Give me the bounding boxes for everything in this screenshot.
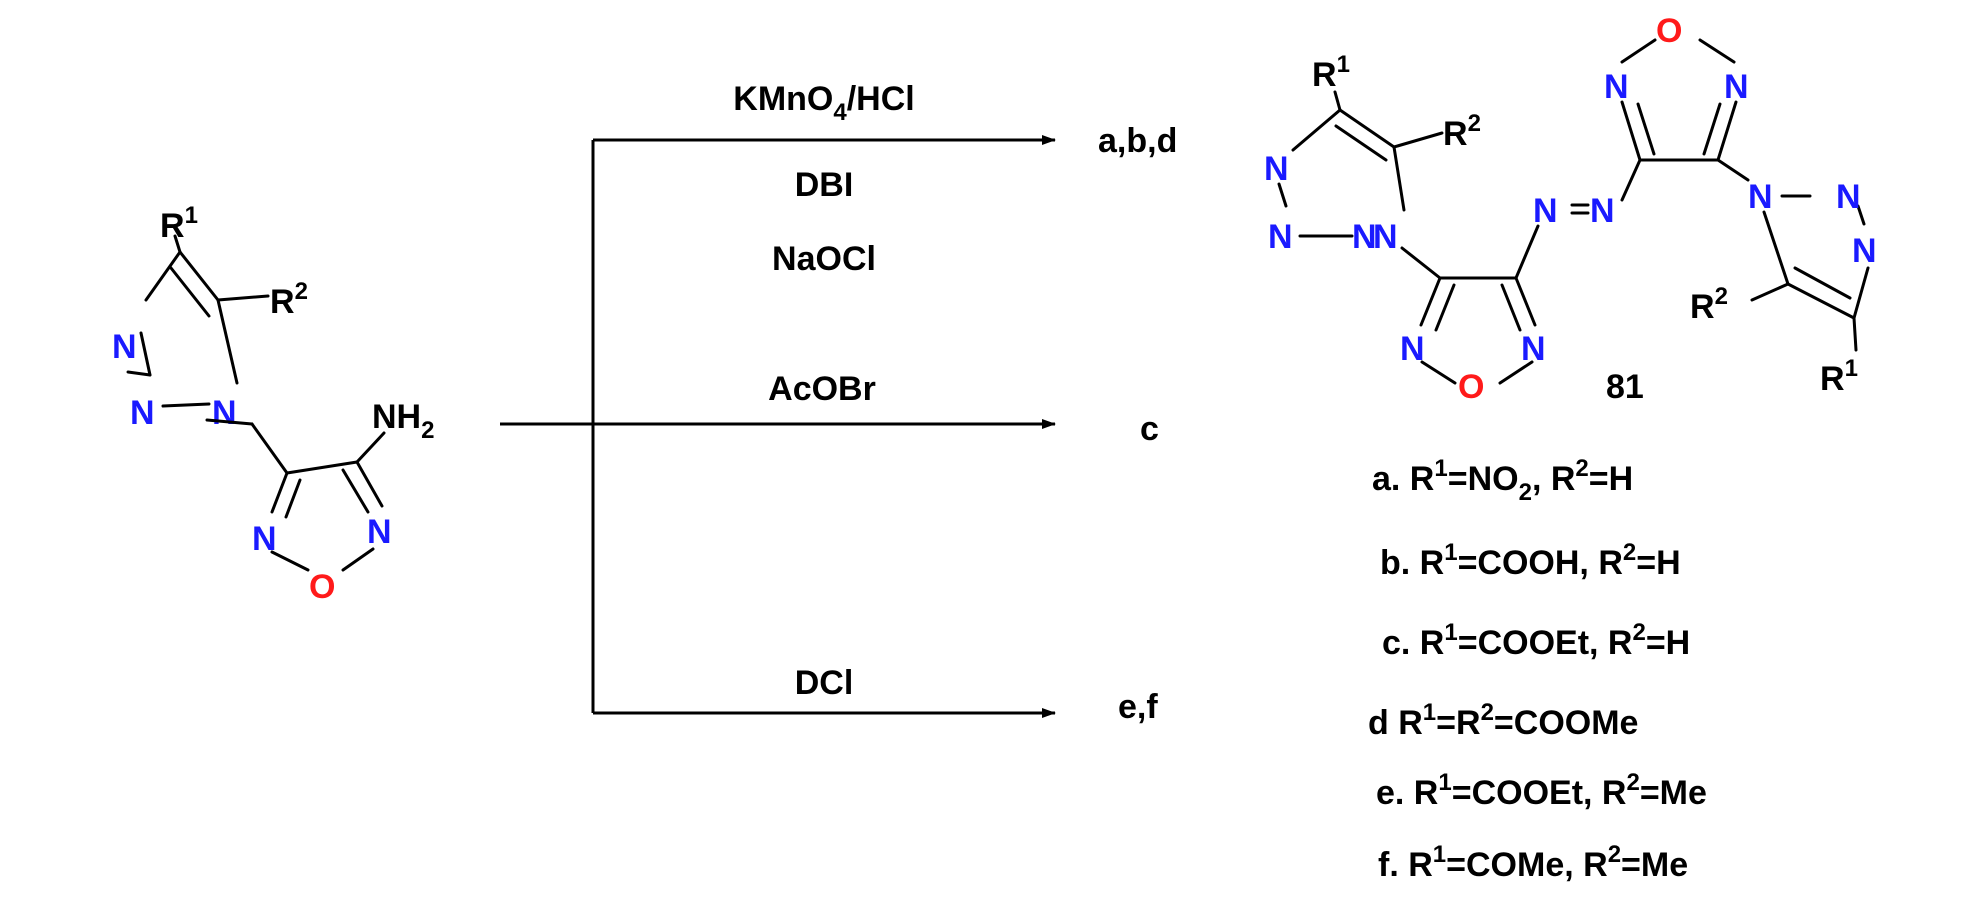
legend-a: a. R1=NO2, R2=H <box>1372 455 1633 506</box>
bond <box>1698 38 1736 64</box>
bond <box>1702 102 1722 156</box>
bond <box>216 294 270 302</box>
bond <box>1852 316 1858 352</box>
bond <box>1620 100 1642 162</box>
atom-n: N <box>1604 68 1629 106</box>
bond <box>1498 360 1534 385</box>
bond <box>1856 204 1866 226</box>
atom-n: N <box>1373 218 1398 256</box>
legend-d: d R1=R2=COOMe <box>1368 699 1638 742</box>
product-label-ef: e,f <box>1118 688 1158 726</box>
bond <box>1750 282 1790 302</box>
compound-number: 81 <box>1606 368 1644 406</box>
reagent-acobr: AcOBr <box>768 370 876 408</box>
reagent-dcl: DCl <box>795 664 854 702</box>
amine-group: NH2 <box>372 398 434 444</box>
reagent-kmno4-hcl: KMnO4/HCl <box>733 80 914 126</box>
bond <box>270 471 289 514</box>
product-label-c: c <box>1140 410 1159 448</box>
bond <box>178 250 220 302</box>
bond <box>1793 266 1852 300</box>
atom-n: N <box>1268 218 1293 256</box>
substituent-r1: R1 <box>1820 355 1858 398</box>
bond <box>285 460 359 475</box>
atom-n: N <box>252 520 277 558</box>
reaction-arrows <box>500 135 1056 718</box>
bond <box>1420 360 1457 385</box>
atom-n: N <box>212 394 237 432</box>
atom-n: N <box>1352 218 1377 256</box>
substituent-r1: R1 <box>160 202 198 245</box>
bond <box>1291 108 1342 152</box>
bond <box>1636 102 1656 156</box>
bond <box>1786 282 1856 320</box>
legend-c: c. R1=COOEt, R2=H <box>1382 619 1690 662</box>
atom-n: N <box>1748 178 1773 216</box>
bond <box>139 331 152 377</box>
atom-n: N <box>1400 330 1425 368</box>
legend-e: e. R1=COOEt, R2=Me <box>1376 769 1707 812</box>
substituent-r1: R1 <box>1312 51 1350 94</box>
bond <box>144 250 182 302</box>
bond <box>1762 210 1790 286</box>
bond <box>1500 283 1522 332</box>
bond <box>1620 158 1642 202</box>
bond <box>1392 131 1444 149</box>
substituent-r2: R2 <box>1443 110 1481 153</box>
atom-n: N <box>1724 68 1749 106</box>
bond <box>1338 108 1396 149</box>
bond <box>1277 182 1288 208</box>
substituent-r2: R2 <box>270 278 308 321</box>
starting-material: R1 R2 N N N NH2 N N O <box>112 202 434 606</box>
bond <box>126 370 152 377</box>
bond <box>1333 90 1342 112</box>
bond <box>216 298 239 385</box>
product-structure: R1 R2 N N N N N N N N O N N O N N N R2 R… <box>1264 12 1877 406</box>
bond <box>161 402 211 408</box>
substituent-legend: a. R1=NO2, R2=H b. R1=COOH, R2=H c. R1=C… <box>1368 455 1707 884</box>
legend-f: f. R1=COMe, R2=Me <box>1378 841 1688 884</box>
bond <box>205 418 254 426</box>
atom-o: O <box>309 568 335 606</box>
bond <box>1716 100 1738 162</box>
atom-n: N <box>1852 232 1877 270</box>
atom-n: N <box>1836 178 1861 216</box>
bond <box>169 266 211 318</box>
bond <box>355 460 384 508</box>
product-labels: a,b,d c e,f <box>1098 122 1177 726</box>
bond <box>1434 283 1456 332</box>
atom-n: N <box>130 394 155 432</box>
atom-n: N <box>367 513 392 551</box>
atom-n: N <box>1533 192 1558 230</box>
bond <box>270 550 310 572</box>
product-label-abd: a,b,d <box>1098 122 1177 160</box>
bond <box>173 234 182 254</box>
bond <box>341 547 375 572</box>
bond <box>355 431 386 464</box>
bond <box>1334 124 1388 162</box>
atom-o: O <box>1458 368 1484 406</box>
bond <box>1419 276 1442 327</box>
atom-n: N <box>1521 330 1546 368</box>
bond <box>1620 38 1657 64</box>
reagent-naocl: NaOCl <box>772 240 876 278</box>
substituent-r2: R2 <box>1690 283 1728 326</box>
bond <box>1514 224 1540 280</box>
reagent-dbi: DBI <box>795 166 854 204</box>
bond <box>1716 158 1750 182</box>
bond <box>1852 266 1870 320</box>
atom-n: N <box>1264 150 1289 188</box>
legend-b: b. R1=COOH, R2=H <box>1380 539 1681 582</box>
bond <box>284 478 302 519</box>
bond <box>1392 145 1406 212</box>
atom-o: O <box>1656 12 1682 50</box>
bond <box>1400 246 1442 280</box>
reagent-labels: KMnO4/HCl DBI NaOCl AcOBr DCl <box>733 80 914 702</box>
bond <box>1514 276 1537 327</box>
bond <box>250 422 289 475</box>
atom-n: N <box>1590 192 1615 230</box>
bond <box>341 468 370 514</box>
atom-n: N <box>112 328 137 366</box>
